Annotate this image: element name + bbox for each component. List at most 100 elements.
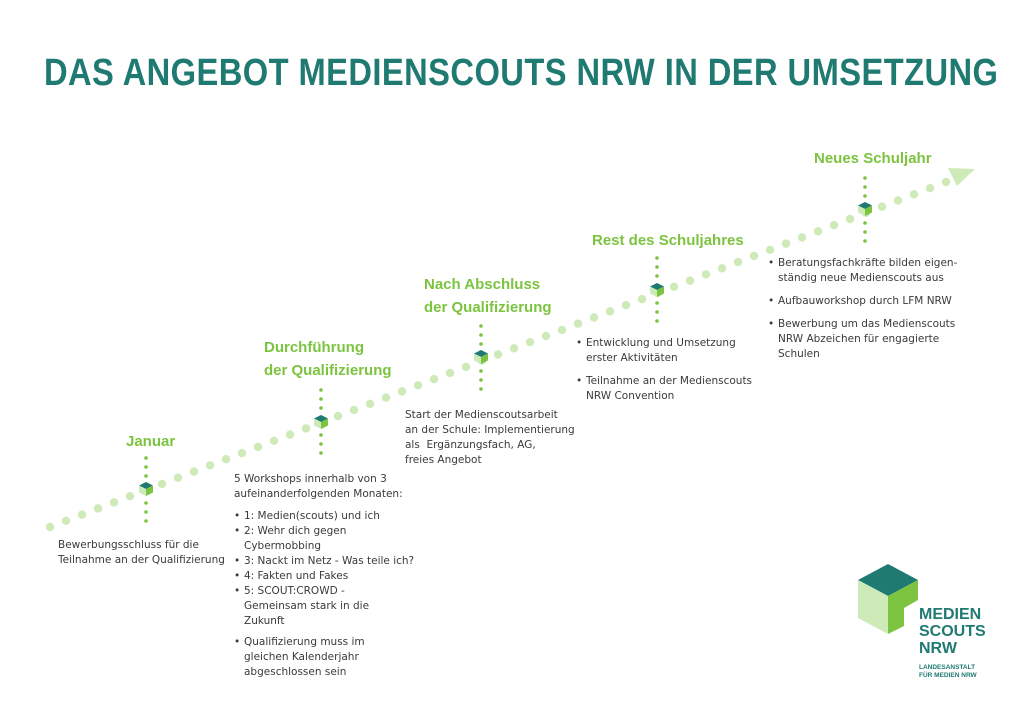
connector-dot <box>479 342 483 346</box>
stage-label-rest-schuljahr: Rest des Schuljahres <box>592 229 744 252</box>
logo-line: SCOUTS <box>919 623 986 640</box>
page-title: DAS ANGEBOT MEDIENSCOUTS NRW IN DER UMSE… <box>44 52 999 94</box>
timeline-dot <box>749 251 759 261</box>
timeline-dot <box>61 516 71 525</box>
connector-dot <box>479 324 483 328</box>
stage-label-line: Rest des Schuljahres <box>592 232 744 249</box>
connector-dot <box>863 194 867 198</box>
text-line: Bewerbungsschluss für die <box>58 539 199 551</box>
connector-dot <box>479 387 483 391</box>
stage-text-januar: Bewerbungsschluss für die Teilnahme an d… <box>58 538 248 568</box>
timeline-dot <box>925 184 935 193</box>
timeline-dot <box>781 239 791 248</box>
timeline-dot <box>557 325 567 335</box>
timeline-dot <box>205 461 215 470</box>
timeline-dot <box>413 381 423 390</box>
timeline-dot <box>445 368 455 378</box>
timeline-dot <box>221 455 231 464</box>
outlook-list: Beratungsfachkräfte bilden eigen-ständig… <box>768 256 968 362</box>
connector-dot <box>479 369 483 373</box>
timeline-dot <box>461 362 471 371</box>
timeline-dot <box>93 504 103 513</box>
timeline-dot <box>909 190 919 199</box>
connector-dot <box>144 519 148 523</box>
text-line: Teilnahme an der Qualifizierung <box>58 554 225 566</box>
stage-label-line: Nach Abschluss <box>424 276 541 293</box>
timeline-dot <box>109 498 119 507</box>
list-item: Bewerbung um das Medienscouts NRW Abzeic… <box>768 317 968 362</box>
timeline-dot <box>173 473 183 482</box>
list-item: 1: Medien(scouts) und ich <box>234 509 424 524</box>
timeline-dot <box>285 430 295 439</box>
connector-dot <box>144 474 148 478</box>
connector-dot <box>319 406 323 410</box>
connector-dot <box>319 433 323 437</box>
stage-label-line: Neues Schuljahr <box>814 150 932 167</box>
stage-text-rest-schuljahr: Entwicklung und Umsetzung erster Aktivit… <box>576 336 766 412</box>
list-item: 2: Wehr dich gegen Cybermobbing <box>234 524 424 554</box>
timeline-dot <box>493 350 503 359</box>
stage-label-line: Durchführung <box>264 339 364 356</box>
medienscouts-logo-cube <box>858 564 918 634</box>
connector-dot <box>655 274 659 278</box>
connector-dot <box>319 397 323 401</box>
logo-line: NRW <box>919 640 957 657</box>
list-item: 4: Fakten und Fakes <box>234 569 424 584</box>
timeline-dot <box>877 202 887 211</box>
list-item: 3: Nackt im Netz - Was teile ich? <box>234 554 424 569</box>
timeline-dot <box>685 276 695 285</box>
text-line: aufeinanderfolgenden Monaten: <box>234 488 403 500</box>
timeline-dot <box>269 436 279 445</box>
stage-label-neues-schuljahr: Neues Schuljahr <box>814 147 932 170</box>
connector-dot <box>655 310 659 314</box>
connector-dot <box>863 230 867 234</box>
timeline-dot <box>941 177 951 187</box>
milestone-connectors <box>144 176 867 523</box>
milestone-cube-icon <box>858 202 872 216</box>
connector-dot <box>319 388 323 392</box>
timeline-dot <box>525 338 535 347</box>
logo-subtitle-line: FÜR MEDIEN NRW <box>919 672 977 679</box>
timeline-dot <box>253 442 263 452</box>
timeline-dot <box>397 387 407 396</box>
timeline-dot <box>157 479 167 489</box>
timeline-dot <box>669 282 679 291</box>
list-item: Teilnahme an der Medienscouts NRW Conven… <box>576 374 766 404</box>
timeline-dot <box>893 196 903 205</box>
timeline-dot <box>797 233 807 242</box>
stage-label-line: der Qualifizierung <box>264 362 392 379</box>
list-item: Qualifizierung muss im gleichen Kalender… <box>234 635 424 680</box>
list-item: Entwicklung und Umsetzung erster Aktivit… <box>576 336 766 366</box>
connector-dot <box>479 378 483 382</box>
stage-text-neues-schuljahr: Beratungsfachkräfte bilden eigen-ständig… <box>768 256 968 370</box>
timeline-dot <box>829 220 839 230</box>
connector-dot <box>319 451 323 455</box>
timeline-dot <box>237 448 247 458</box>
timeline-path <box>45 177 951 532</box>
logo-line: MEDIEN <box>919 606 982 623</box>
text-line: Start der Medienscoutsarbeit <box>405 409 558 421</box>
list-item: Beratungsfachkräfte bilden eigen-ständig… <box>768 256 968 286</box>
stage-label-nach-abschluss: Nach Abschluss der Qualifizierung <box>424 273 552 319</box>
connector-dot <box>863 239 867 243</box>
timeline-dot <box>621 301 631 310</box>
timeline-dot <box>509 344 519 353</box>
logo-wordmark: MEDIEN SCOUTS NRW <box>919 606 986 657</box>
list-item: 5: SCOUT:CROWD - Gemeinsam stark in die … <box>234 584 424 629</box>
timeline-dot <box>701 270 711 279</box>
timeline-dot <box>589 313 599 322</box>
stage-label-line: Januar <box>126 433 176 450</box>
timeline-dot <box>333 411 343 421</box>
text-line: freies Angebot <box>405 454 482 466</box>
timeline-dot <box>637 294 647 304</box>
activity-list: Entwicklung und Umsetzung erster Aktivit… <box>576 336 766 404</box>
timeline-dot <box>541 331 551 341</box>
timeline-dot <box>765 245 775 254</box>
connector-dot <box>479 333 483 337</box>
stage-label-durchfuehrung: Durchführung der Qualifizierung <box>264 336 392 382</box>
text-line: an der Schule: Implementierung <box>405 424 575 436</box>
connector-dot <box>144 456 148 460</box>
milestone-cube-icon <box>314 415 328 429</box>
connector-dot <box>319 442 323 446</box>
